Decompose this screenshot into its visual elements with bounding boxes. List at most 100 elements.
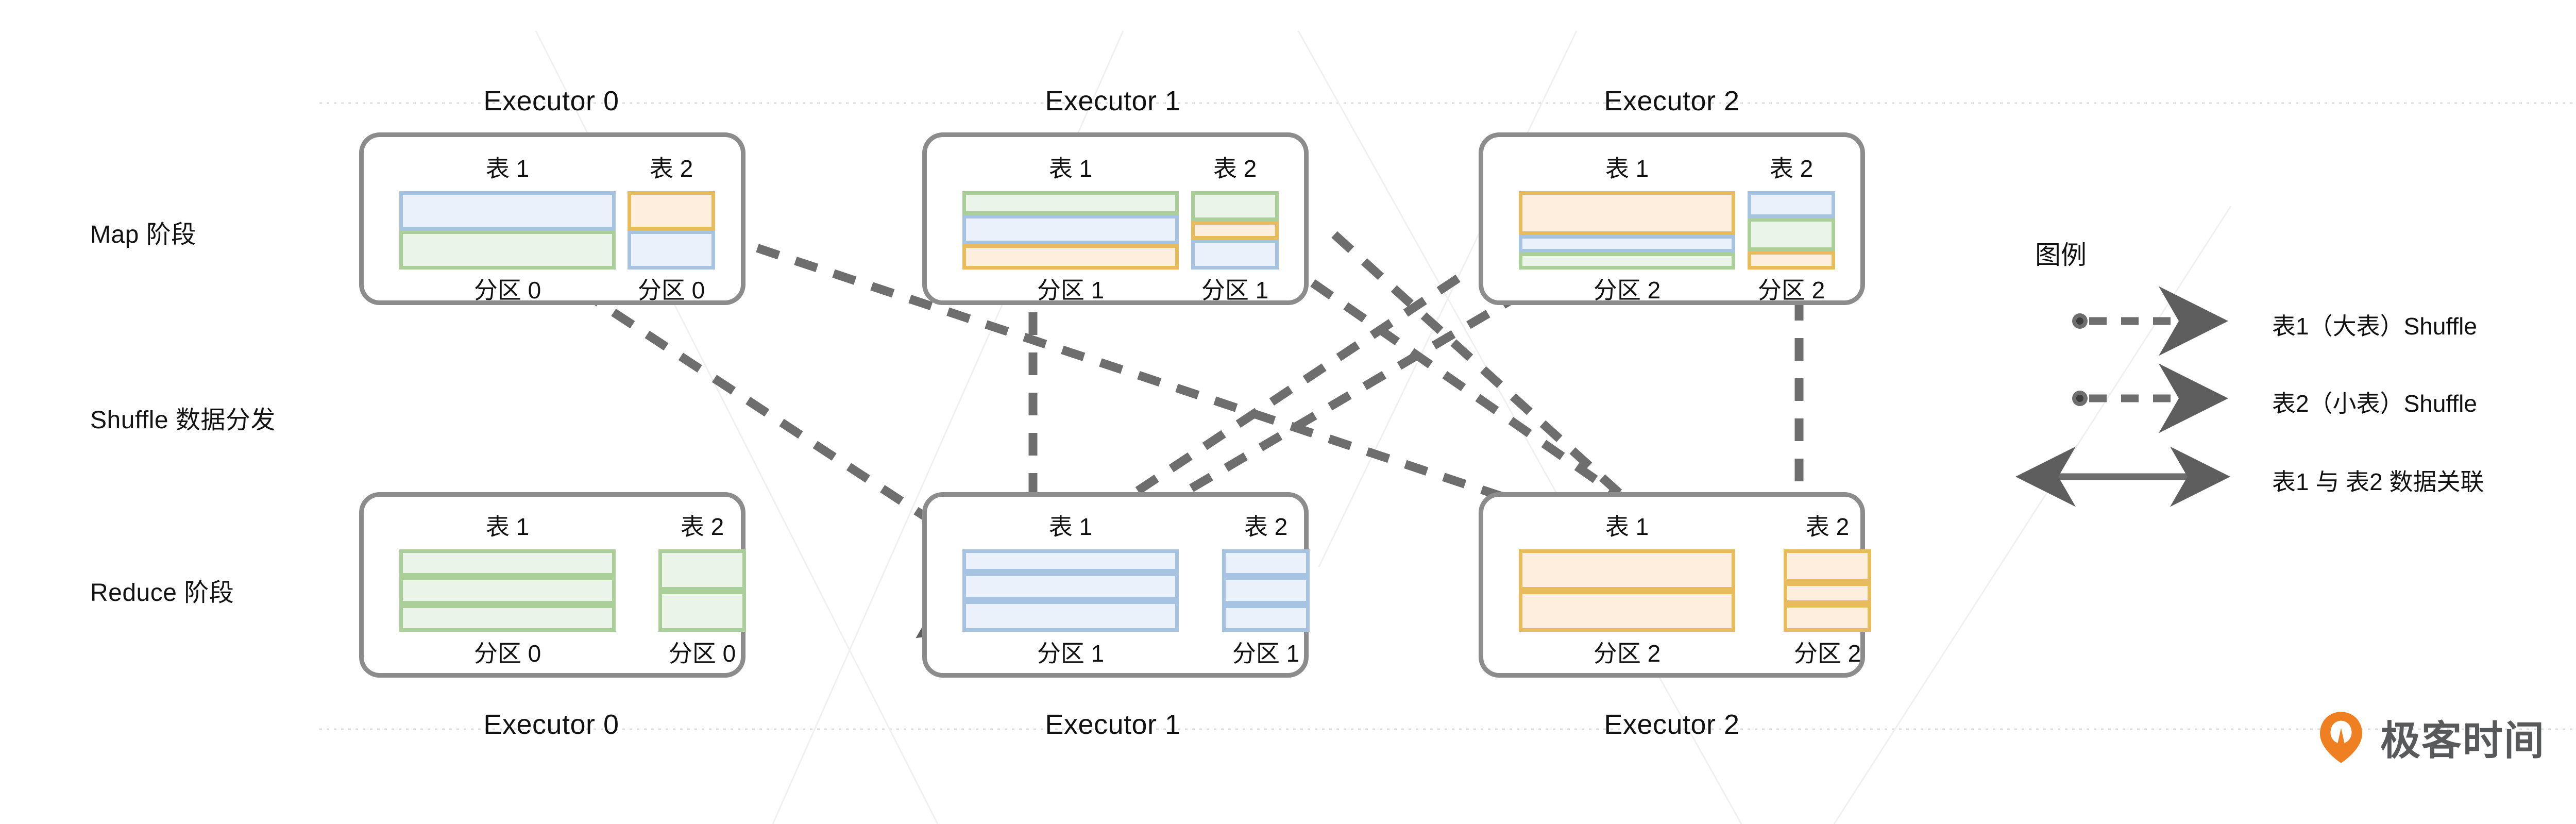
data-block-orange: [1784, 549, 1871, 582]
data-block-orange: [1748, 250, 1835, 270]
brand-logo: 极客时间: [2313, 709, 2545, 766]
reduce-executor-caption-1: Executor 1: [1045, 709, 1181, 740]
table-footer: 分区 0: [668, 640, 736, 667]
table-footer: 分区 1: [1201, 277, 1269, 304]
table-footer: 分区 1: [1037, 640, 1105, 667]
data-block-orange: [1784, 603, 1871, 632]
legend-symbol-table2: [2072, 363, 2228, 433]
block-stack: [399, 191, 616, 270]
map-executor-caption-2: Executor 2: [1604, 86, 1740, 116]
stage-label-shuffle: Shuffle 数据分发: [90, 407, 276, 434]
reduce-table2-0: 表 2 分区 0: [658, 495, 746, 670]
data-block-blue: [962, 572, 1179, 601]
geektime-pin-icon: [2319, 712, 2363, 763]
reduce-table1-0: 表 1 分区 0: [399, 495, 616, 670]
data-block-green: [962, 191, 1179, 215]
map-table2-1: 表 2 分区 1: [1191, 137, 1279, 304]
data-block-green: [658, 549, 746, 591]
map-table1-2: 表 1 分区 2: [1519, 137, 1735, 304]
reduce-table2-1: 表 2 分区 1: [1222, 495, 1310, 670]
decor-diagonal: [535, 30, 2232, 824]
legend-label-table2-shuffle: 表2（小表）Shuffle: [2272, 390, 2477, 417]
reduce-table1-2: 表 1 分区 2: [1519, 495, 1735, 670]
data-block-green: [1191, 191, 1279, 221]
block-stack: [962, 549, 1179, 632]
table-title: 表 1: [1048, 513, 1093, 540]
data-block-green: [399, 230, 616, 270]
map-table1-0: 表 1 分区 0: [399, 137, 616, 304]
table-title: 表 1: [1048, 155, 1093, 182]
data-block-orange: [1191, 221, 1279, 240]
data-block-blue: [1222, 604, 1310, 632]
table-title: 表 1: [1605, 155, 1649, 182]
data-block-green: [1519, 252, 1735, 270]
stage-label-reduce: Reduce 阶段: [90, 579, 234, 607]
data-block-green: [399, 604, 616, 632]
table-title: 表 2: [680, 513, 724, 540]
block-stack: [1519, 549, 1735, 632]
data-block-orange: [1519, 591, 1735, 632]
table-footer: 分区 2: [1593, 277, 1661, 304]
data-block-blue: [962, 600, 1179, 632]
table-title: 表 1: [485, 513, 530, 540]
legend-title: 图例: [2035, 241, 2087, 270]
reduce-executor-caption-2: Executor 2: [1604, 709, 1740, 740]
table-title: 表 1: [1605, 513, 1649, 540]
data-block-green: [399, 549, 616, 577]
table-title: 表 1: [485, 155, 530, 182]
map-table2-2: 表 2 分区 2: [1748, 137, 1835, 304]
data-block-orange: [1519, 191, 1735, 236]
data-block-blue: [1222, 577, 1310, 604]
table-title: 表 2: [1805, 513, 1850, 540]
table-footer: 分区 2: [1593, 640, 1661, 667]
table-footer: 分区 1: [1037, 277, 1105, 304]
map-table2-0: 表 2 分区 0: [628, 137, 715, 304]
table-footer: 分区 0: [637, 277, 705, 304]
data-block-orange: [1784, 582, 1871, 604]
data-block-blue: [962, 214, 1179, 245]
data-block-green: [658, 591, 746, 632]
table-footer: 分区 2: [1757, 277, 1825, 304]
block-stack: [399, 549, 616, 632]
legend-symbol-table1: [2072, 286, 2228, 356]
table-title: 表 2: [1244, 513, 1288, 540]
data-block-blue: [399, 191, 616, 230]
reduce-executor-caption-0: Executor 0: [483, 709, 619, 740]
table-footer: 分区 1: [1232, 640, 1300, 667]
table-title: 表 2: [1769, 155, 1814, 182]
block-stack: [628, 191, 715, 270]
block-stack: [1222, 549, 1310, 632]
data-block-orange: [962, 244, 1179, 270]
data-block-blue: [962, 549, 1179, 573]
data-block-green: [1748, 217, 1835, 251]
data-block-orange: [628, 191, 715, 230]
block-stack: [1784, 549, 1871, 632]
block-stack: [962, 191, 1179, 270]
data-block-blue: [1519, 235, 1735, 253]
brand-name: 极客时间: [2380, 718, 2546, 764]
map-table1-1: 表 1 分区 1: [962, 137, 1179, 304]
data-block-blue: [628, 230, 715, 270]
block-stack: [658, 549, 746, 632]
map-executor-caption-1: Executor 1: [1045, 86, 1181, 116]
table-footer: 分区 0: [473, 640, 541, 667]
data-block-blue: [1222, 549, 1310, 577]
table-title: 表 2: [649, 155, 693, 182]
data-block-green: [399, 577, 616, 604]
map-executor-caption-0: Executor 0: [483, 86, 619, 116]
table-title: 表 2: [1213, 155, 1257, 182]
block-stack: [1748, 191, 1835, 270]
data-block-orange: [1519, 549, 1735, 591]
table-footer: 分区 2: [1793, 640, 1861, 667]
legend-label-join: 表1 与 表2 数据关联: [2272, 468, 2484, 495]
reduce-table2-2: 表 2 分区 2: [1784, 495, 1871, 670]
stage-label-map: Map 阶段: [90, 221, 196, 248]
data-block-blue: [1748, 191, 1835, 218]
data-block-blue: [1191, 240, 1279, 270]
block-stack: [1519, 191, 1735, 270]
block-stack: [1191, 191, 1279, 270]
table-footer: 分区 0: [473, 277, 541, 304]
reduce-table1-1: 表 1 分区 1: [962, 495, 1179, 670]
